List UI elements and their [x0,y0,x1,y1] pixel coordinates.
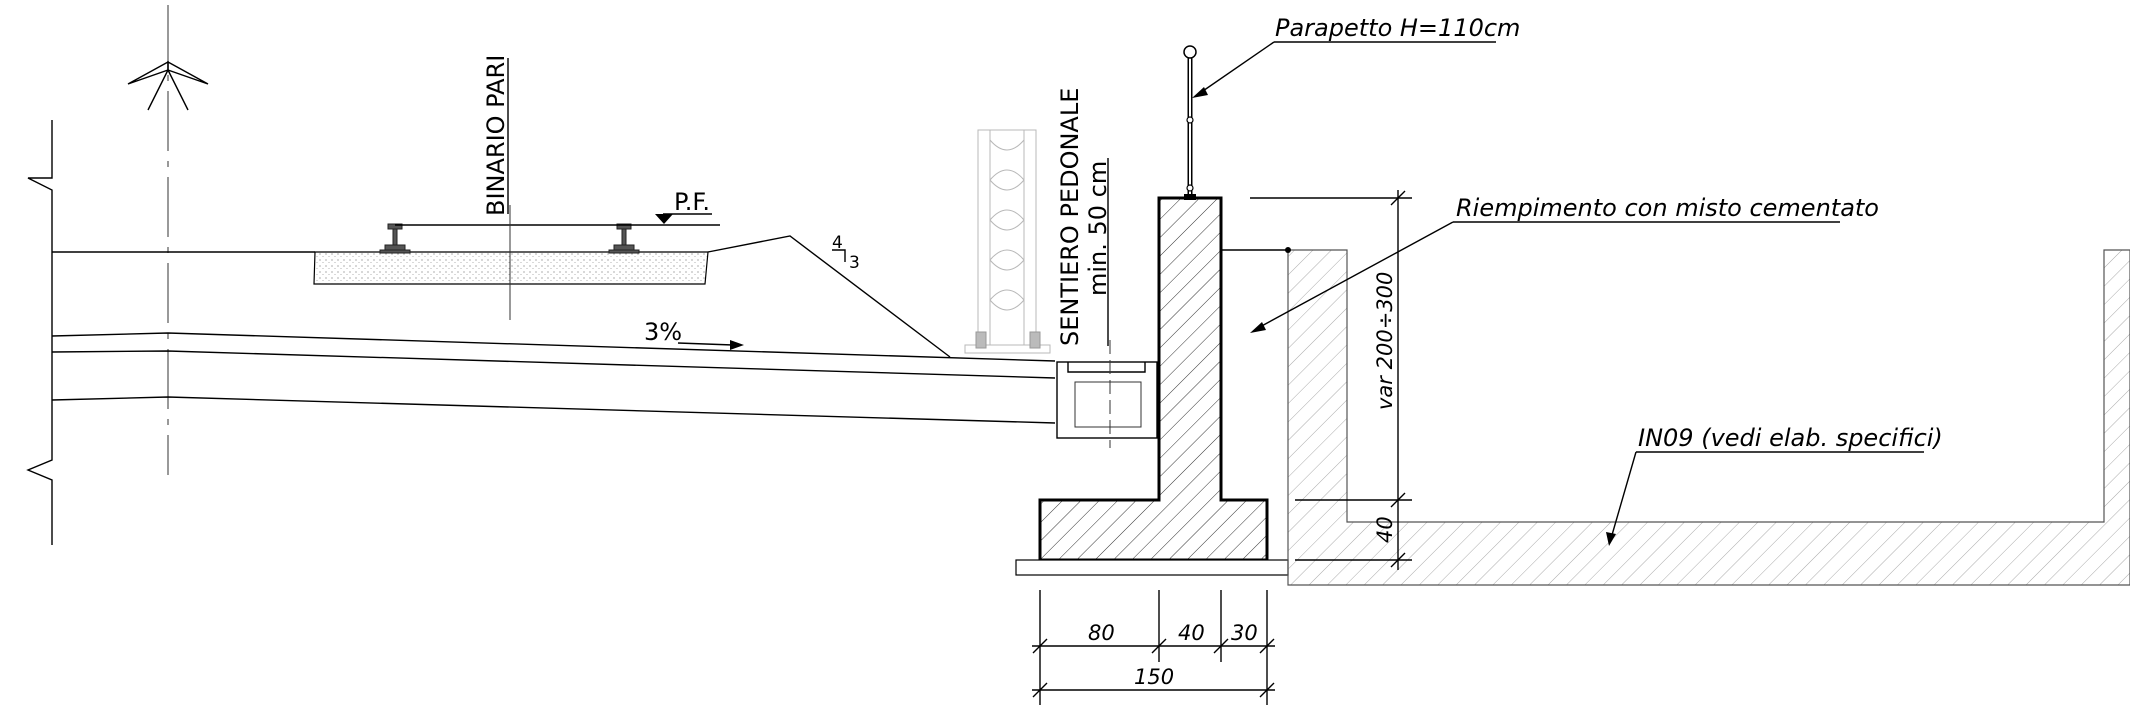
railing-leader [1192,41,1496,98]
ballast-bed [313,251,709,285]
slope-ratio-symbol: 4 3 [832,233,860,273]
rail-left-icon [379,223,411,254]
in09-leader [1606,451,1924,546]
stem-dimension: 40 [1178,621,1205,645]
fill-leader [1250,221,1840,333]
height-dimension: var 200÷300 [1373,272,1397,410]
cable-support-structure [964,129,1051,354]
base-thickness-dimension: 40 [1373,516,1397,543]
fill-corner-point [1285,247,1291,253]
gradient-arrow-line [677,342,734,346]
walkway-label-line1: SENTIERO PEDONALE [1056,88,1084,346]
rail-level-marker-icon [655,214,673,224]
railing-post [1183,45,1197,200]
footing-left-dimension: 80 [1088,621,1115,645]
lean-concrete-base [1015,559,1289,576]
slope-ratio-a: 4 [832,233,843,253]
track-label: BINARIO PARI [482,55,510,216]
horizontal-dimension-lines [1032,590,1275,705]
north-arrow-icon [127,60,209,111]
in09-label: IN09 (vedi elab. specifici) [1638,424,1943,452]
footing-total-dimension: 150 [1134,665,1174,689]
cable-duct [1056,340,1158,448]
fill-hatch-right [1287,249,2130,586]
railing-label: Parapetto H=110cm [1275,14,1520,42]
ground-profile [51,235,1056,424]
footing-right-dimension: 30 [1231,621,1258,645]
gradient-arrow-icon [730,340,744,350]
gradient-label: 3% [644,318,682,346]
fill-label: Riempimento con misto cementato [1456,194,1879,222]
rail-right-icon [608,223,640,254]
rail-level-label: P.F. [674,188,710,216]
vertical-dimension-lines [1250,190,1412,570]
slope-ratio-b: 3 [849,253,860,273]
left-break-line [26,120,53,545]
